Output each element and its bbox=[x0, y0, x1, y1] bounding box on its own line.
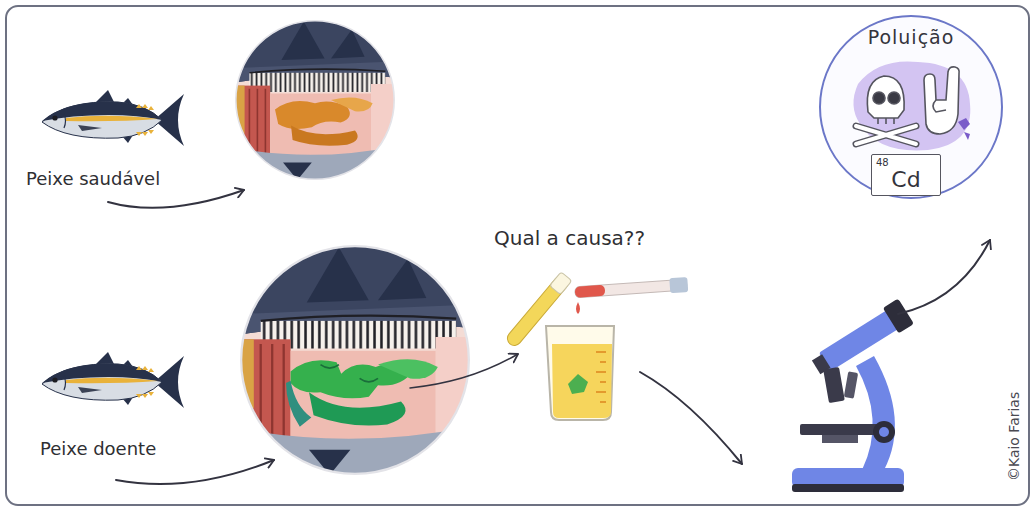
fish-label: Peixe doente bbox=[40, 438, 156, 460]
element-symbol: Cd bbox=[891, 168, 920, 192]
copyright-watermark: ©Kaio Farias bbox=[1007, 391, 1024, 480]
microscope bbox=[792, 298, 914, 492]
healthy-zoom bbox=[235, 20, 395, 180]
flow-arrows bbox=[108, 190, 990, 484]
sick-fish bbox=[42, 352, 184, 408]
healthy-fish bbox=[42, 90, 184, 146]
sick-zoom bbox=[240, 245, 470, 475]
lab-glassware bbox=[505, 272, 689, 420]
question-label: Qual a causa?? bbox=[494, 226, 645, 250]
circle-heading: Poluição bbox=[818, 26, 1004, 48]
fish-label: Peixe saudável bbox=[26, 168, 160, 190]
atomic-number: 48 bbox=[876, 157, 889, 168]
pollution-circle: Poluição 48Cd bbox=[818, 14, 1004, 200]
frame bbox=[6, 6, 1029, 505]
element-box: 48Cd bbox=[871, 154, 941, 196]
